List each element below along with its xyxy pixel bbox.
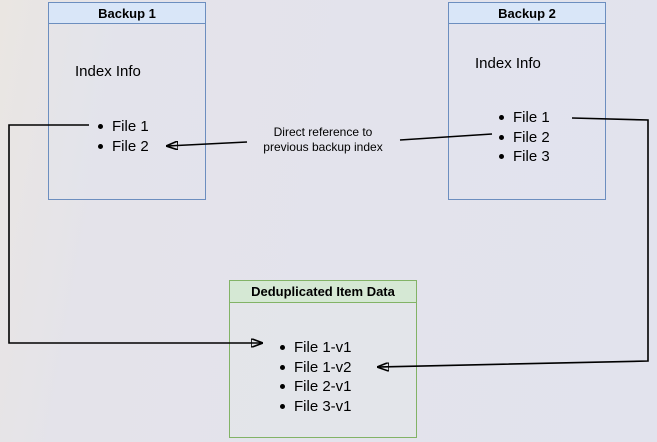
- node-backup-2-header: Backup 2: [449, 3, 605, 24]
- bullet-icon: [499, 154, 504, 160]
- list-item: File 3-v1: [280, 397, 352, 417]
- list-item-label: File 1: [513, 109, 550, 127]
- bullet-icon: [280, 345, 285, 351]
- node-dedup-header: Deduplicated Item Data: [230, 281, 416, 303]
- list-item-label: File 3: [513, 148, 550, 166]
- node-backup-2-subtitle: Index Info: [475, 55, 541, 72]
- list-item: File 2: [98, 137, 149, 157]
- node-backup-2-file-list: File 1 File 2 File 3: [499, 108, 550, 167]
- bullet-icon: [98, 124, 103, 130]
- bullet-icon: [280, 403, 285, 409]
- node-backup-1[interactable]: Backup 1 Index Info File 1 File 2: [48, 2, 206, 200]
- list-item: File 1: [98, 117, 149, 137]
- list-item: File 2: [499, 128, 550, 148]
- list-item-label: File 2: [513, 128, 550, 146]
- list-item: File 1-v1: [280, 338, 352, 358]
- list-item: File 1-v2: [280, 358, 352, 378]
- bullet-icon: [499, 134, 504, 140]
- node-dedup-title: Deduplicated Item Data: [251, 284, 395, 299]
- node-backup-2-title: Backup 2: [498, 5, 556, 21]
- node-backup-1-header: Backup 1: [49, 3, 205, 24]
- node-backup-1-subtitle: Index Info: [75, 63, 141, 80]
- direct-reference-label-line2: previous backup index: [263, 140, 383, 154]
- node-backup-1-title: Backup 1: [98, 5, 156, 21]
- bullet-icon: [280, 384, 285, 390]
- bullet-icon: [499, 115, 504, 121]
- list-item-label: File 2: [112, 137, 149, 155]
- bullet-icon: [280, 364, 285, 370]
- node-backup-1-file-list: File 1 File 2: [98, 117, 149, 156]
- bullet-icon: [98, 143, 103, 149]
- list-item-label: File 1-v1: [294, 339, 352, 357]
- node-deduplicated-item-data[interactable]: Deduplicated Item Data File 1-v1 File 1-…: [229, 280, 417, 438]
- list-item-label: File 2-v1: [294, 378, 352, 396]
- node-dedup-file-list: File 1-v1 File 1-v2 File 2-v1 File 3-v1: [280, 338, 352, 416]
- direct-reference-label-line1: Direct reference to: [273, 125, 373, 139]
- direct-reference-label: Direct reference to previous backup inde…: [237, 125, 409, 155]
- list-item: File 3: [499, 147, 550, 167]
- node-backup-2[interactable]: Backup 2 Index Info File 1 File 2 File 3: [448, 2, 606, 200]
- list-item: File 2-v1: [280, 377, 352, 397]
- list-item-label: File 3-v1: [294, 397, 352, 415]
- list-item: File 1: [499, 108, 550, 128]
- list-item-label: File 1-v2: [294, 358, 352, 376]
- list-item-label: File 1: [112, 118, 149, 136]
